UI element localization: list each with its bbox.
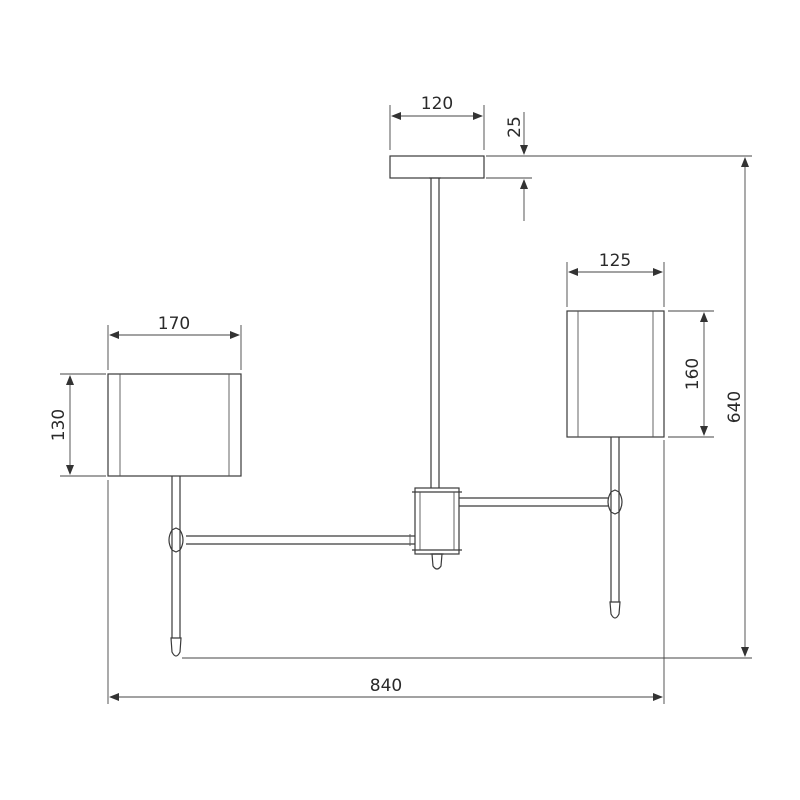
right-finial [609, 601, 621, 619]
left-finial [170, 637, 182, 657]
dimension-label-right-shade-width: 125 [599, 251, 631, 271]
dimension-label-left-shade-width: 170 [158, 314, 190, 334]
dimension-right-shade-height: 160 [668, 310, 714, 438]
dimension-total-height: 640 [182, 157, 752, 659]
dimension-label-total-width: 840 [370, 676, 402, 696]
dimension-left-shade-width: 170 [107, 314, 242, 370]
dimension-label-canopy-height: 25 [505, 116, 525, 138]
right-knuckle [607, 489, 623, 515]
dimension-right-shade-width: 125 [566, 251, 665, 307]
left-arm [168, 476, 415, 657]
dimension-canopy-height: 25 [486, 112, 752, 221]
right-arm [459, 437, 623, 619]
dimension-total-width: 840 [107, 440, 665, 704]
left-knuckle [168, 527, 184, 553]
left-lampshade [107, 373, 242, 477]
dimension-label-total-height: 640 [725, 391, 745, 423]
dimension-left-shade-height: 130 [49, 373, 106, 477]
central-hub [412, 487, 462, 570]
dimension-canopy-width: 120 [389, 94, 485, 150]
dimension-label-left-shade-height: 130 [49, 409, 69, 441]
dimension-label-right-shade-height: 160 [683, 358, 703, 390]
hub-finial [431, 553, 443, 570]
right-lampshade [566, 310, 665, 438]
dimension-label-canopy-width: 120 [421, 94, 453, 114]
ceiling-canopy [389, 155, 485, 179]
central-rod [429, 177, 441, 488]
